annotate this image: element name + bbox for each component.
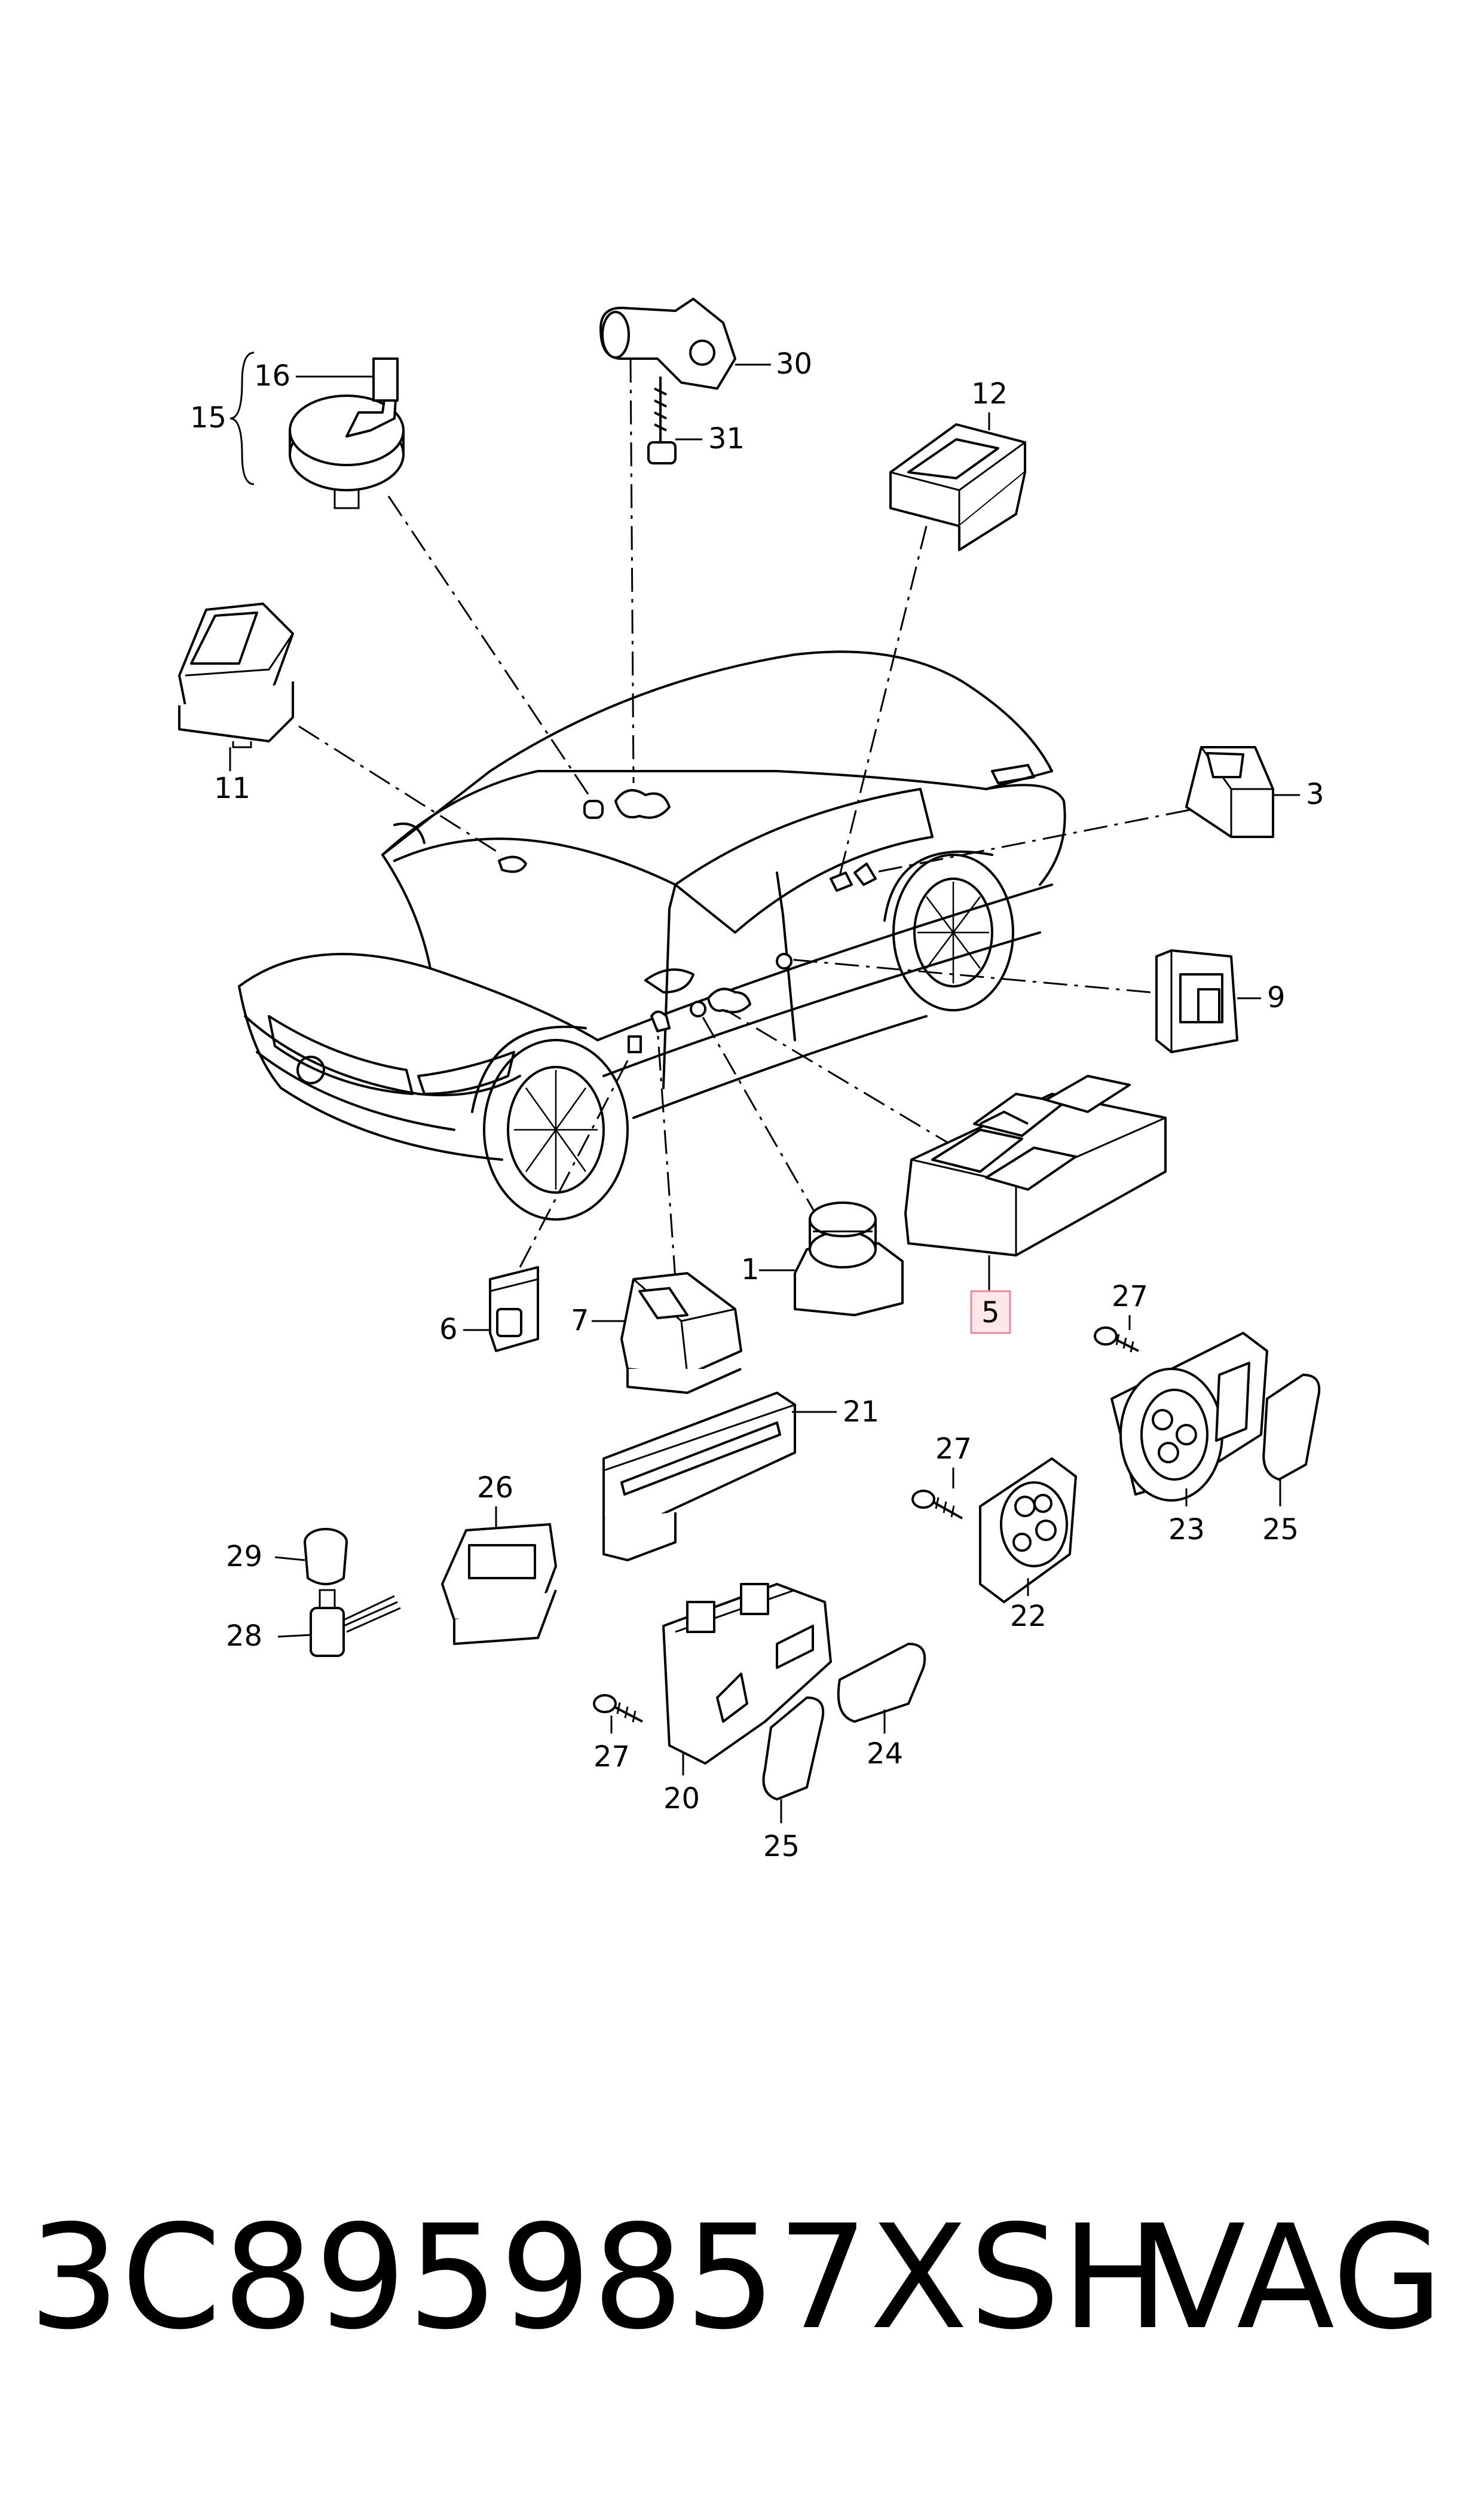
callout-27-c: 27 [593, 1740, 630, 1774]
callout-26: 26 [477, 1471, 513, 1505]
brand-label: VAG [1148, 2194, 1443, 2361]
part-12-switch [889, 423, 1026, 551]
callout-28: 28 [226, 1619, 262, 1653]
part-24-cover [837, 1643, 926, 1723]
part-29-bulb-holder [304, 1528, 348, 1585]
part-27-screw-b [911, 1490, 963, 1520]
callout-11: 11 [214, 772, 250, 805]
callout-16: 16 [254, 359, 290, 393]
part-25-cover-upper [1262, 1374, 1321, 1481]
callout-27-a: 27 [1112, 1280, 1148, 1313]
callout-5: 5 [981, 1296, 1000, 1329]
part-7-switch [620, 1272, 742, 1394]
callout-6: 6 [439, 1313, 458, 1346]
part-15-rotary-switch [289, 357, 405, 509]
part-1-mirror-knob [794, 1202, 904, 1316]
part-9-switch [1155, 949, 1238, 1053]
part-21-seat-bar [602, 1392, 796, 1561]
leader-lines [298, 358, 1190, 1280]
part-27-screw-a [1094, 1326, 1139, 1353]
car-illustration [238, 650, 1066, 1221]
callout-25-a: 25 [1262, 1513, 1299, 1546]
callout-leaders [229, 351, 1300, 1823]
part-11-switch [178, 603, 294, 748]
callout-9: 9 [1267, 981, 1286, 1014]
callout-numbers: 16 15 30 31 12 11 3 9 5 1 6 7 21 26 29 2… [190, 347, 1324, 1863]
part-27-screw-c [593, 1694, 643, 1723]
callout-12: 12 [971, 377, 1008, 411]
part-22-seat-switch [979, 1457, 1077, 1603]
callout-31: 31 [708, 422, 745, 455]
callout-25-b: 25 [763, 1830, 800, 1863]
callout-24: 24 [867, 1737, 903, 1771]
part-26-switch [441, 1523, 557, 1645]
callout-21: 21 [843, 1395, 879, 1429]
part-3-switch [1185, 746, 1274, 838]
callout-3: 3 [1306, 778, 1324, 811]
callout-1: 1 [741, 1253, 760, 1286]
part-23-seat-switch [1110, 1332, 1268, 1502]
callout-23: 23 [1168, 1513, 1205, 1546]
part-25-cover-lower [762, 1696, 825, 1800]
callout-22: 22 [1010, 1600, 1047, 1633]
part-31-bolt [647, 377, 677, 464]
car-part-markers [498, 789, 877, 1053]
highlight-box-5 [970, 1290, 1011, 1334]
part-6-switch [489, 1266, 539, 1352]
callout-29: 29 [226, 1540, 262, 1573]
part-number-label: 3C8959857XSH [29, 2194, 1171, 2361]
part-30-motor [599, 298, 736, 390]
callout-20: 20 [663, 1782, 700, 1815]
callout-15: 15 [190, 401, 227, 435]
callout-7: 7 [571, 1304, 589, 1337]
part-5-master-switch [904, 1075, 1167, 1257]
part-28-bulb [310, 1589, 401, 1657]
part-20-seat-module [662, 1583, 832, 1765]
callout-30: 30 [776, 347, 812, 381]
callout-27-b: 27 [935, 1432, 972, 1466]
